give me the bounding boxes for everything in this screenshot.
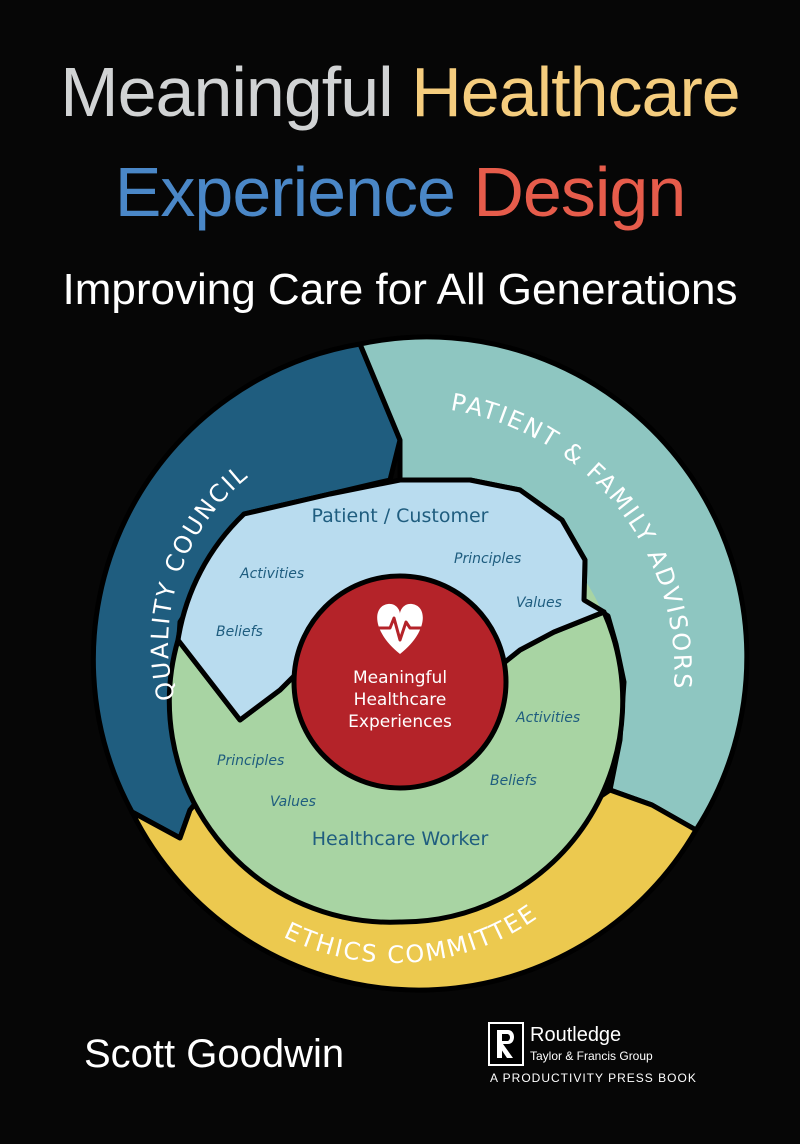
healthcare-worker-title: Healthcare Worker bbox=[312, 828, 489, 850]
patient-word-principles: Principles bbox=[454, 551, 521, 567]
author-name: Scott Goodwin bbox=[84, 1032, 345, 1076]
title-word-healthcare: Healthcare bbox=[411, 53, 741, 131]
experience-design-diagram: Meaningful Healthcare Experiences Patien… bbox=[90, 334, 750, 993]
center-line-1: Meaningful bbox=[353, 668, 447, 688]
title-word-design: Design bbox=[473, 153, 686, 231]
title-word-experience: Experience bbox=[114, 153, 456, 231]
worker-word-beliefs: Beliefs bbox=[490, 773, 537, 789]
center-line-2: Healthcare bbox=[354, 690, 447, 710]
publisher-imprint: A PRODUCTIVITY PRESS BOOK bbox=[490, 1071, 697, 1085]
publisher-block: Routledge Taylor & Francis Group A PRODU… bbox=[488, 1022, 768, 1092]
patient-word-activities: Activities bbox=[239, 566, 304, 582]
worker-word-activities: Activities bbox=[515, 710, 580, 726]
routledge-r-logo-icon bbox=[488, 1022, 524, 1066]
patient-word-beliefs: Beliefs bbox=[216, 624, 263, 640]
publisher-group: Taylor & Francis Group bbox=[530, 1049, 653, 1063]
worker-word-values: Values bbox=[270, 794, 316, 810]
title-line-2: Experience Design bbox=[0, 152, 800, 232]
heart-pulse-icon bbox=[376, 603, 424, 654]
worker-word-principles: Principles bbox=[217, 753, 284, 769]
title-line-1: Meaningful Healthcare bbox=[0, 52, 800, 132]
patient-word-values: Values bbox=[516, 595, 562, 611]
publisher-name: Routledge bbox=[530, 1024, 622, 1046]
center-line-3: Experiences bbox=[348, 712, 452, 732]
center-circle bbox=[291, 573, 509, 791]
title-word-meaningful: Meaningful bbox=[60, 53, 393, 131]
patient-customer-title: Patient / Customer bbox=[312, 505, 489, 527]
subtitle: Improving Care for All Generations bbox=[62, 265, 738, 314]
